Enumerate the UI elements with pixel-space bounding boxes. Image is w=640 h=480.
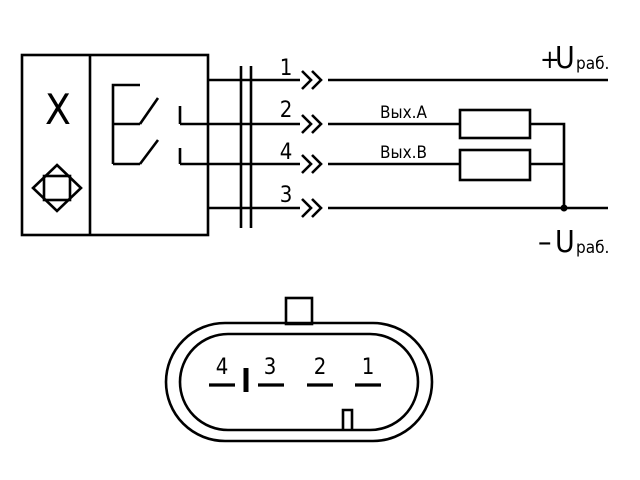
sensor-body: X <box>20 53 210 237</box>
pin-label-1: 1 <box>362 355 375 380</box>
wire-label-2: 2 <box>280 98 293 123</box>
output-b-label: Вых.В <box>380 143 427 163</box>
pin-label-2: 2 <box>314 355 327 380</box>
sensor-symbol-x: X <box>45 85 71 134</box>
supply-minus-sign: – <box>538 225 552 260</box>
connector-face <box>164 296 434 443</box>
load-resistor-b <box>458 148 532 182</box>
supply-minus-main: U <box>555 225 575 260</box>
wire-label-3: 3 <box>280 183 293 208</box>
supply-minus-label: – U раб. <box>538 225 609 260</box>
load-return-lines <box>530 122 568 212</box>
wire-label-1: 1 <box>280 56 293 81</box>
junction-dot <box>560 204 568 212</box>
supply-minus-sub: раб. <box>576 238 609 258</box>
supply-plus-main: U <box>555 41 575 76</box>
diamond-in-square-icon <box>31 163 83 213</box>
connector-chevrons <box>301 70 323 218</box>
switch-contacts <box>111 83 182 166</box>
pin-label-3: 3 <box>264 355 277 380</box>
cable-break-marks <box>239 66 253 228</box>
wire-label-4: 4 <box>280 140 293 165</box>
connector-pins: 4 3 2 1 <box>209 355 381 392</box>
supply-plus-label: + U раб. <box>540 41 609 76</box>
load-resistor-a <box>458 108 532 140</box>
output-a-label: Вых.А <box>380 103 427 123</box>
supply-plus-sign: + <box>540 45 560 75</box>
supply-plus-sub: раб. <box>576 54 609 74</box>
pin-label-4: 4 <box>216 355 229 380</box>
